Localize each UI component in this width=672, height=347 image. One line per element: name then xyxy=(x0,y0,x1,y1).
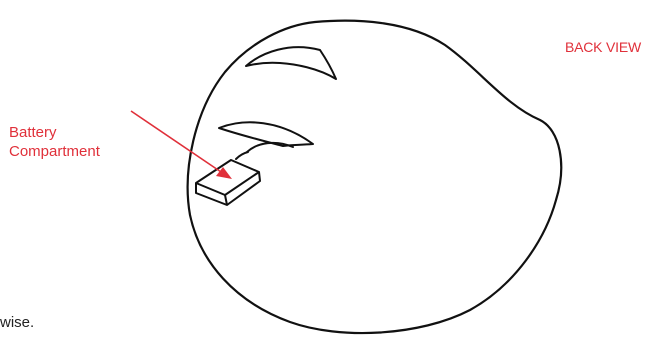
callout-arrow xyxy=(131,111,232,179)
lower-opening-arc xyxy=(247,143,293,152)
battery-compartment-label-line2: Compartment xyxy=(9,142,100,161)
battery-compartment-label-line1: Battery xyxy=(9,123,100,142)
callout-arrow-line xyxy=(131,111,224,174)
view-label: BACK VIEW xyxy=(565,38,641,57)
battery-compartment-label: Battery Compartment xyxy=(9,123,100,161)
battery-connector xyxy=(236,152,248,159)
battery-compartment xyxy=(196,160,260,205)
upper-opening xyxy=(246,47,336,79)
cut-off-text: wise. xyxy=(0,313,34,332)
